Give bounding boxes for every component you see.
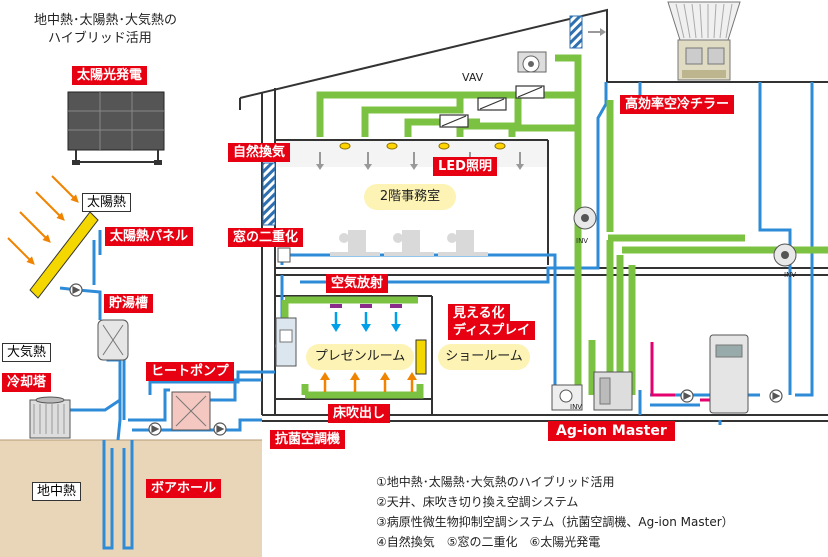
label-display-line1: 見える化 [448, 304, 510, 321]
agion-unit-icon [551, 371, 633, 411]
roof-window [569, 15, 583, 49]
legend-item-2: ②天井、床吹き切り換え空調システム [376, 495, 579, 509]
sensor-box-icon [277, 247, 291, 263]
hot-water-tank-icon [97, 319, 129, 361]
antibacterial-ac-unit-icon [275, 317, 297, 367]
radiant-air-arrows [334, 312, 398, 326]
label-antibacterial-ac: 抗菌空調機 [270, 430, 346, 449]
label-cooling-tower: 冷却塔 [2, 373, 52, 392]
title-line1: 地中熱･太陽熱･大気熱の [34, 13, 178, 28]
display-panel-icon [415, 339, 427, 375]
label-solar-heat: 太陽熱 [82, 193, 132, 212]
roof-fan-icon [517, 51, 547, 73]
floor-outlet-arrows [323, 378, 414, 392]
office-ceiling-zone [276, 141, 547, 167]
legend-item-4: ④自然換気 ⑤窓の二重化 ⑥太陽光発電 [376, 535, 601, 549]
label-borehole: ボアホール [146, 479, 222, 498]
label-solar-power: 太陽光発電 [72, 66, 148, 85]
label-office-2f: 2階事務室 [364, 184, 456, 210]
chiller-unit-icon [667, 1, 741, 81]
label-agion: Ag-ion Master [548, 421, 675, 441]
label-heat-pump: ヒートポンプ [146, 362, 234, 381]
vav-units [439, 85, 545, 128]
cooling-tower-icon [29, 396, 71, 439]
label-led: LED照明 [433, 157, 497, 176]
solar-heat-panel-icon [29, 211, 99, 299]
label-floor-outlet: 床吹出し [328, 404, 391, 423]
ceiling-lights [339, 142, 506, 150]
label-air-heat: 大気熱 [2, 343, 52, 362]
fan-icon-2 [773, 243, 797, 267]
label-chiller: 高効率空冷チラー [620, 95, 735, 114]
legend: ①地中熱･太陽熱･大気熱のハイブリッド活用 ②天井、床吹き切り換え空調システム … [376, 472, 734, 552]
label-vav: VAV [462, 71, 484, 84]
solar-power-panel-icon [67, 91, 165, 165]
label-solar-panel: 太陽熱パネル [105, 227, 194, 246]
label-inv-2: INV [784, 271, 797, 279]
label-inv-3: INV [570, 403, 583, 411]
heat-pump-icon [171, 391, 211, 431]
office-desks-icon [330, 230, 488, 256]
label-showroom: ショールーム [438, 344, 530, 370]
legend-item-1: ①地中熱･太陽熱･大気熱のハイブリッド活用 [376, 475, 615, 489]
fan-icon-1 [573, 206, 597, 230]
sun-arrows-icon [7, 175, 79, 265]
legend-item-3: ③病原性微生物抑制空調システム（抗菌空調機、Ag-ion Master） [376, 515, 734, 529]
label-display-line2: ディスプレイ [448, 321, 536, 340]
title-line2: ハイブリッド活用 [48, 31, 152, 46]
water-heater-icon [709, 334, 749, 414]
label-hot-water-tank: 貯湯槽 [104, 294, 154, 313]
ceiling-diffusers [330, 304, 402, 308]
label-ground-heat: 地中熱 [32, 482, 82, 501]
double-window [262, 162, 276, 226]
label-radiant-air: 空気放射 [326, 274, 389, 293]
pump-icons [69, 283, 783, 436]
label-presentation-room: プレゼンルーム [306, 344, 414, 370]
label-inv-1: INV [576, 237, 589, 245]
label-double-window: 窓の二重化 [228, 228, 304, 247]
label-natural-ventilation: 自然換気 [228, 143, 291, 162]
